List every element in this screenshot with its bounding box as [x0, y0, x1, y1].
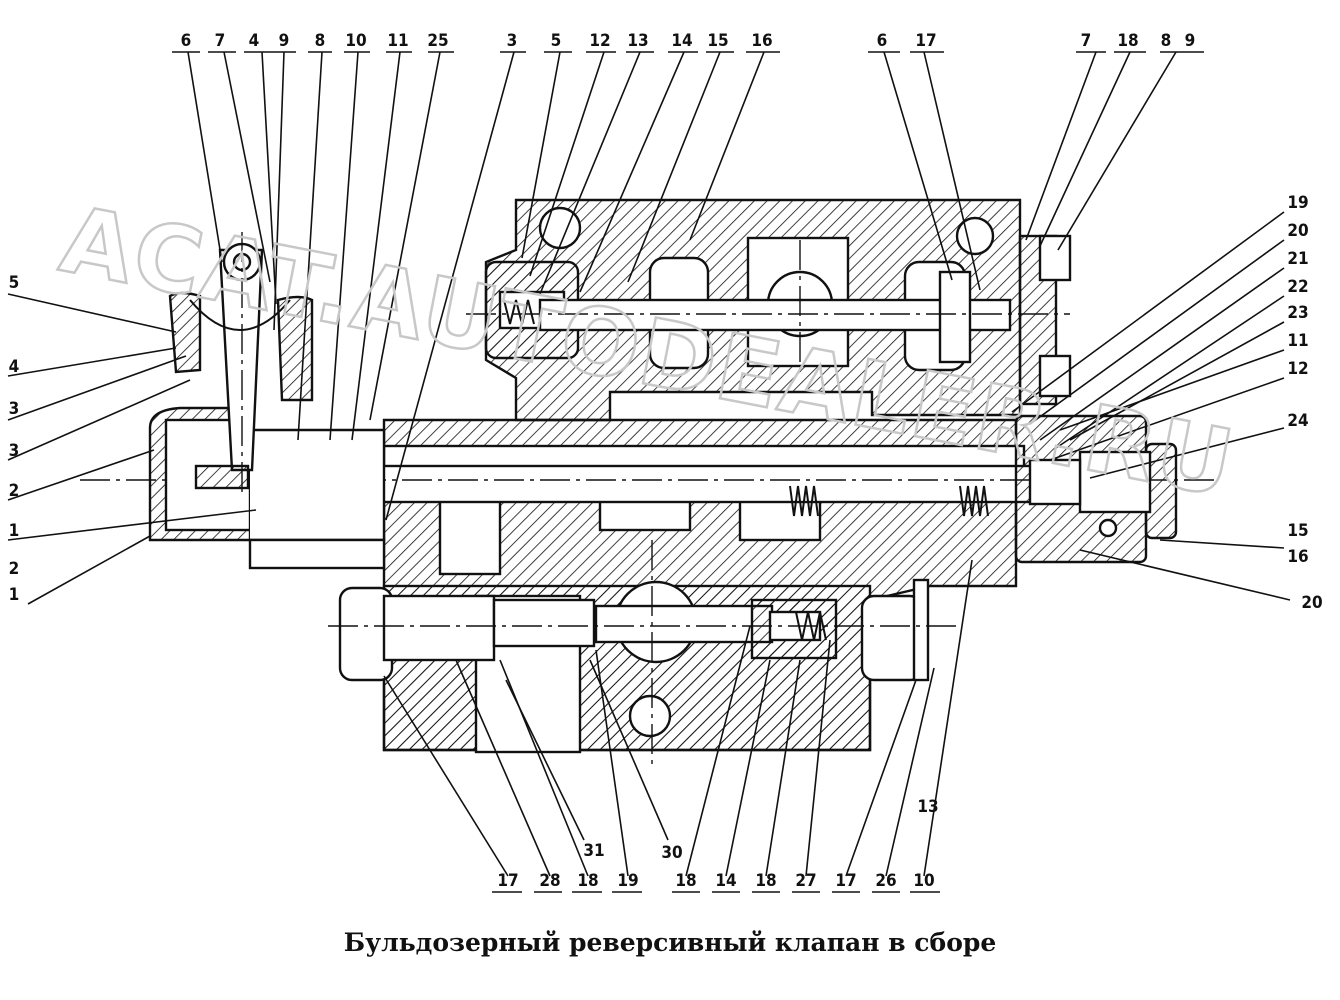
callout-number: 18	[675, 871, 696, 891]
callout-number: 6	[181, 31, 192, 51]
callout-number: 18	[1117, 31, 1138, 51]
callout-number: 16	[1287, 547, 1308, 567]
callout-number: 9	[279, 31, 290, 51]
callout-number: 25	[427, 31, 448, 51]
callout-number: 15	[707, 31, 728, 51]
callout-number: 31	[583, 841, 604, 861]
callout-number: 9	[1185, 31, 1196, 51]
callout-number: 28	[539, 871, 560, 891]
callout-number: 8	[315, 31, 326, 51]
callout-number: 12	[1287, 359, 1308, 379]
callout-number: 11	[1287, 331, 1308, 351]
callout-number: 13	[627, 31, 648, 51]
callout-number: 10	[913, 871, 934, 891]
callout-number: 12	[589, 31, 610, 51]
leader-lines	[7, 51, 1291, 893]
callout-number: 17	[497, 871, 518, 891]
callout-number: 2	[9, 559, 20, 579]
callout-number: 19	[1287, 193, 1308, 213]
callout-number: 20	[1287, 221, 1308, 241]
callout-number: 17	[835, 871, 856, 891]
callout-number: 5	[9, 273, 20, 293]
callout-number: 4	[9, 357, 20, 377]
callout-number: 23	[1287, 303, 1308, 323]
callouts-middle: 31 30 13	[583, 797, 938, 863]
callout-number: 1	[9, 521, 20, 541]
callout-number: 22	[1287, 277, 1308, 297]
callout-number: 26	[875, 871, 896, 891]
callout-number: 7	[215, 31, 226, 51]
callout-number: 4	[249, 31, 260, 51]
callout-number: 8	[1161, 31, 1172, 51]
callouts-bottom: 17 28 18 19 18 14 18 27 17 26 10	[497, 871, 934, 891]
callout-number: 19	[617, 871, 638, 891]
callout-number: 6	[877, 31, 888, 51]
callout-number: 3	[9, 399, 20, 419]
callout-number: 7	[1081, 31, 1092, 51]
callout-number: 13	[917, 797, 938, 817]
callout-number: 5	[551, 31, 562, 51]
callouts-right: 19 20 21 22 23 11 12 24 15 16 20	[1287, 193, 1322, 613]
callout-number: 18	[755, 871, 776, 891]
callout-number: 24	[1287, 411, 1308, 431]
callout-number: 3	[9, 441, 20, 461]
callout-number: 17	[915, 31, 936, 51]
callout-number: 21	[1287, 249, 1308, 269]
callout-number: 3	[507, 31, 518, 51]
valve-drawing	[80, 198, 1215, 770]
callouts-left: 5 4 3 3 2 1 2 1	[9, 273, 20, 605]
callout-number: 27	[795, 871, 816, 891]
diagram-caption: Бульдозерный реверсивный клапан в сборе	[343, 928, 997, 957]
callout-number: 2	[9, 481, 20, 501]
callout-number: 16	[751, 31, 772, 51]
callout-number: 14	[671, 31, 692, 51]
callout-number: 15	[1287, 521, 1308, 541]
callout-number: 30	[661, 843, 682, 863]
callout-number: 10	[345, 31, 366, 51]
callout-number: 1	[9, 585, 20, 605]
callout-number: 11	[387, 31, 408, 51]
callout-number: 20	[1301, 593, 1322, 613]
callout-number: 18	[577, 871, 598, 891]
callout-number: 14	[715, 871, 736, 891]
